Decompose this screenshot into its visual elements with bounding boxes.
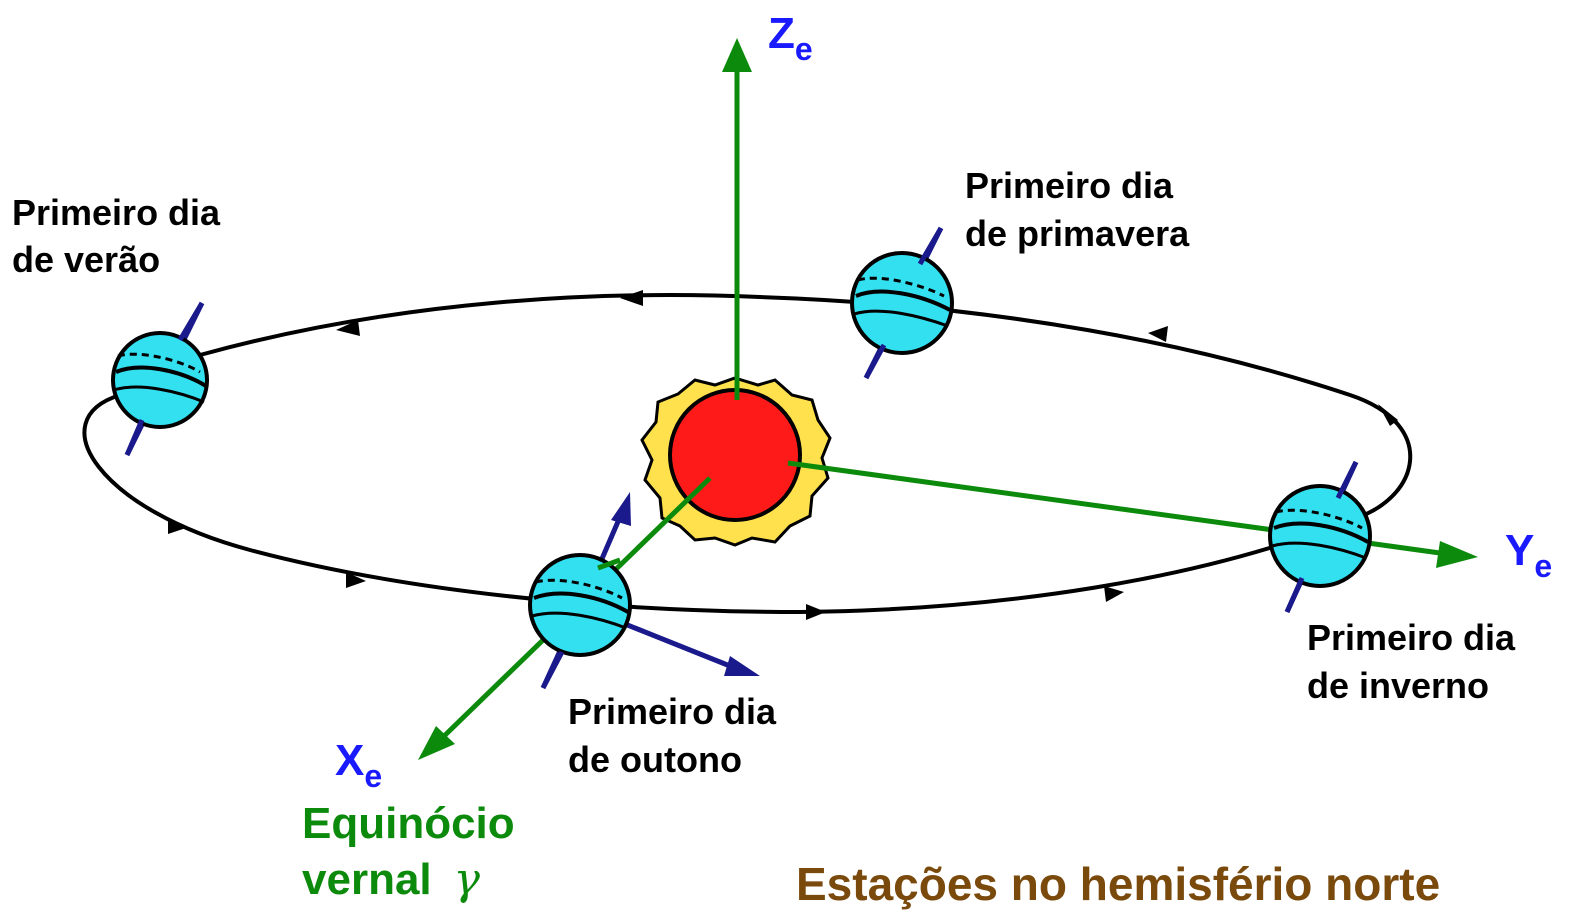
x-axis-label: Xe (335, 736, 382, 794)
autumn-label-line1: Primeiro dia (568, 691, 777, 732)
y-axis-subscript: e (1534, 548, 1552, 584)
x-axis-subscript: e (364, 758, 382, 794)
y-axis-label: Ye (1505, 526, 1552, 584)
winter-label-line2: de inverno (1307, 665, 1489, 706)
summer-label-line1: Primeiro dia (12, 192, 221, 233)
orbit-arrow-7 (346, 572, 366, 588)
equinox-label-line1: Equinócio (302, 799, 515, 848)
earth-spring-globe (850, 251, 954, 355)
earth-autumn-side-vector (619, 619, 736, 671)
gamma-symbol: γ (454, 854, 481, 905)
x-axis-arrowhead (418, 726, 455, 760)
earth-spring (850, 226, 954, 380)
earth-autumn-side-arrowhead (724, 656, 760, 676)
spring-label-line2: de primavera (965, 213, 1190, 254)
z-axis-label: Ze (768, 9, 813, 67)
spring-label-line1: Primeiro dia (965, 165, 1174, 206)
orbit-arrow-2 (336, 320, 360, 336)
orbit-arrow-3 (1148, 326, 1168, 342)
z-axis-letter: Z (768, 9, 795, 58)
earth-winter (1268, 460, 1372, 614)
orbit-arrow-8 (168, 518, 186, 534)
earth-autumn-globe (528, 553, 632, 657)
earth-winter-globe (1268, 484, 1372, 588)
x-axis-letter: X (335, 736, 364, 785)
autumn-label-line2: de outono (568, 739, 742, 780)
y-axis-letter: Y (1505, 526, 1534, 575)
orbit-arrow-5 (1104, 586, 1124, 602)
diagram-title: Estações no hemisfério norte (796, 858, 1440, 910)
earth-summer-globe (111, 331, 209, 429)
winter-label-line1: Primeiro dia (1307, 617, 1516, 658)
orbit-arrow-4 (1378, 404, 1398, 426)
earth-autumn (528, 492, 760, 690)
y-axis-arrowhead (1436, 541, 1478, 568)
z-axis-subscript: e (795, 31, 813, 67)
earth-autumn-up-arrowhead (611, 492, 631, 526)
z-axis-arrowhead (722, 38, 752, 72)
earth-summer (111, 301, 209, 457)
summer-label-line2: de verão (12, 239, 160, 280)
orbit-arrow-6 (806, 604, 826, 620)
orbit-arrow-1 (620, 290, 643, 306)
equinox-label-vernal: vernal (302, 855, 432, 904)
